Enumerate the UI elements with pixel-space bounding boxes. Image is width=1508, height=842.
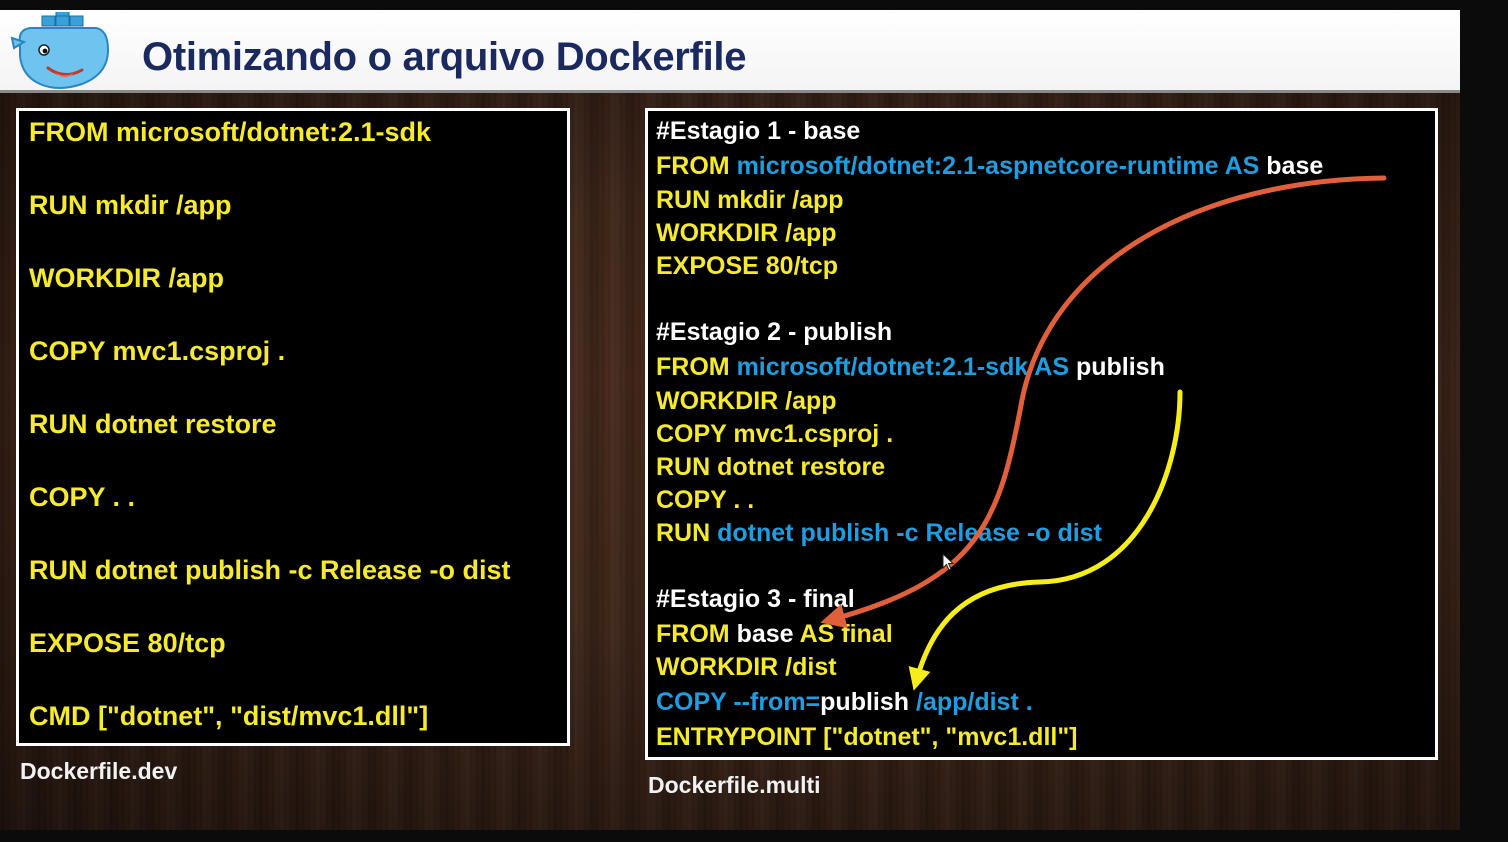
code-line: COPY . . — [656, 486, 755, 514]
dockerfile-dev-caption: Dockerfile.dev — [20, 758, 178, 784]
slide: Otimizando o arquivo Dockerfile FROM mic… — [0, 10, 1460, 830]
code-line: RUN mkdir /app — [29, 190, 232, 220]
code-line: FROM microsoft/dotnet:2.1-sdk — [29, 117, 432, 147]
code-line: WORKDIR /app — [29, 263, 224, 293]
stage2-run-line: RUN dotnet publish -c Release -o dist — [656, 519, 1102, 547]
stage3-from-line: FROM base AS final — [656, 620, 893, 648]
code-line: RUN mkdir /app — [656, 186, 844, 214]
docker-whale-logo-icon — [10, 12, 110, 89]
code-line: ENTRYPOINT ["dotnet", "mvc1.dll"] — [656, 723, 1078, 751]
code-line: WORKDIR /dist — [656, 653, 837, 681]
slide-title: Otimizando o arquivo Dockerfile — [142, 35, 747, 79]
dockerfile-multi-caption: Dockerfile.multi — [648, 772, 821, 798]
stage1-comment: #Estagio 1 - base — [656, 117, 861, 145]
mouse-cursor-icon — [942, 553, 955, 571]
stage3-copy-line: COPY --from=publish /app/dist . — [656, 688, 1033, 716]
code-line: CMD ["dotnet", "dist/mvc1.dll"] — [29, 701, 429, 731]
header-divider — [0, 90, 1460, 93]
code-line: EXPOSE 80/tcp — [29, 628, 226, 658]
dockerfile-multi-panel: #Estagio 1 - base FROM microsoft/dotnet:… — [645, 108, 1438, 760]
code-line: RUN dotnet restore — [29, 409, 277, 439]
code-line: EXPOSE 80/tcp — [656, 252, 839, 280]
stage3-comment: #Estagio 3 - final — [656, 585, 855, 613]
header-bar — [0, 10, 1460, 90]
stage2-from-line: FROM microsoft/dotnet:2.1-sdk AS publish — [656, 353, 1165, 381]
code-line: WORKDIR /app — [656, 387, 837, 415]
code-line: RUN dotnet restore — [656, 453, 886, 481]
stage1-from-line: FROM microsoft/dotnet:2.1-aspnetcore-run… — [656, 152, 1324, 180]
code-line: COPY mvc1.csproj . — [29, 336, 286, 366]
code-line: WORKDIR /app — [656, 219, 837, 247]
code-line: COPY . . — [29, 482, 136, 512]
code-line: COPY mvc1.csproj . — [656, 420, 894, 448]
dockerfile-dev-panel: FROM microsoft/dotnet:2.1-sdk RUN mkdir … — [16, 108, 570, 746]
stage2-comment: #Estagio 2 - publish — [656, 318, 893, 346]
code-line: RUN dotnet publish -c Release -o dist — [29, 555, 511, 585]
